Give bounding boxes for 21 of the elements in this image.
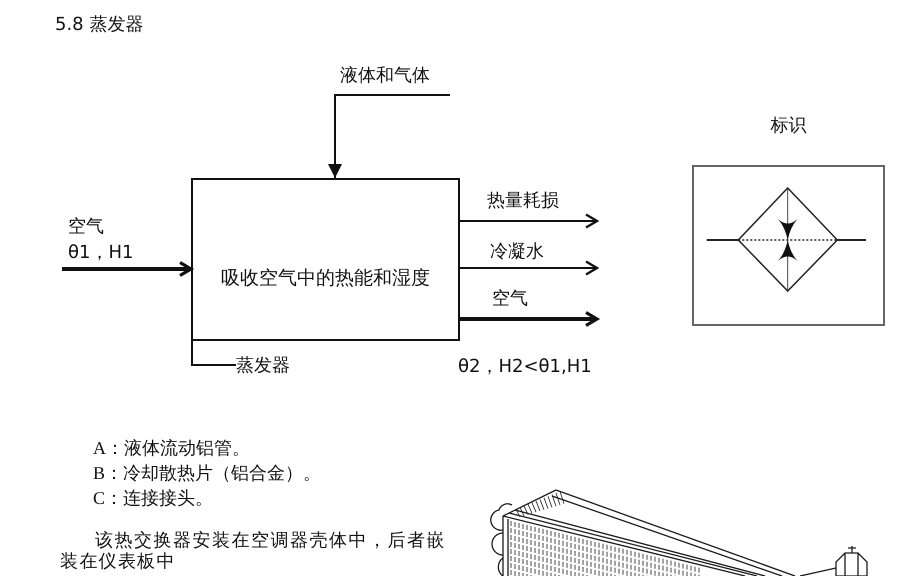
- arrow: [460, 213, 598, 229]
- state-label: θ1，H1: [68, 242, 134, 264]
- edge-label: 空气: [492, 288, 528, 310]
- section-title: 5.8 蒸发器: [55, 14, 144, 36]
- arrow: [460, 260, 598, 276]
- paragraph: 该热交换器安装在空调器壳体中，后者嵌装在仪表板中: [60, 530, 446, 572]
- connector-line: [191, 341, 236, 366]
- list-item: A：液体流动铝管。: [93, 437, 250, 459]
- edge-label: 冷凝水: [490, 241, 544, 263]
- arrow: [328, 94, 450, 178]
- mechanism-label: 蒸发器: [236, 355, 290, 377]
- symbol-heading: 标识: [770, 115, 808, 137]
- arrow: [460, 310, 599, 328]
- state-label: θ2，H2<θ1,H1: [458, 356, 592, 378]
- edge-label: 液体和气体: [340, 65, 430, 87]
- edge-label: 空气: [68, 216, 104, 238]
- arrow: [62, 260, 193, 278]
- list-item: C：连接接头。: [93, 487, 214, 509]
- edge-label: 热量耗损: [487, 190, 559, 212]
- list-item: B：冷却散热片（铝合金）。: [93, 462, 322, 484]
- process-box: 吸收空气中的热能和湿度: [191, 178, 460, 341]
